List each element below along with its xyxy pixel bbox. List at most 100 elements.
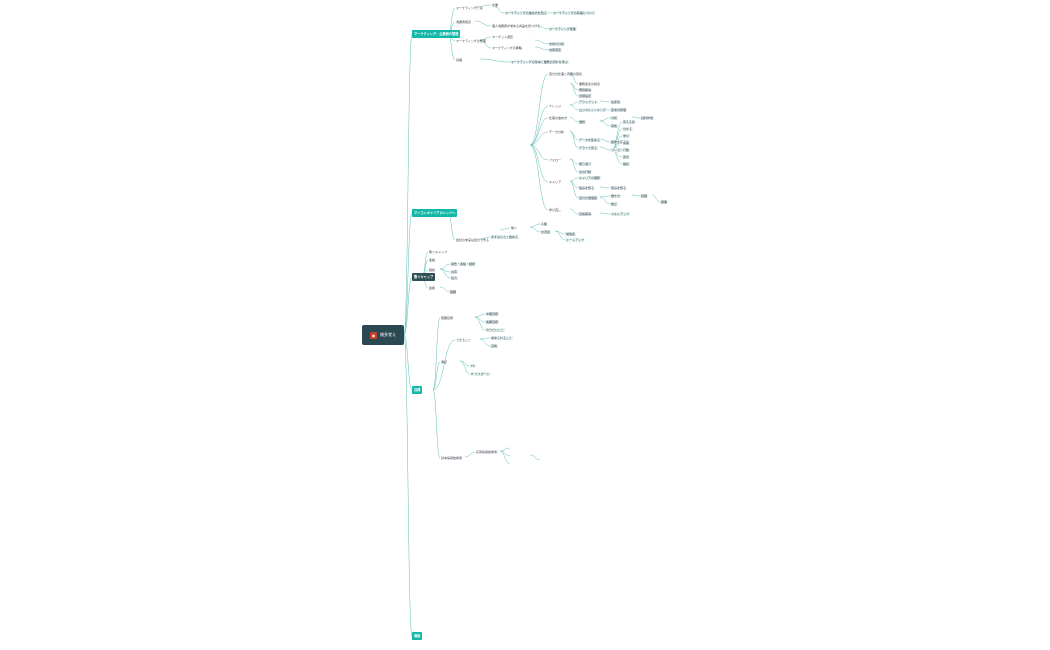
- branch-tsunagu[interactable]: 繋ぐキャップ: [412, 273, 436, 281]
- mindmap-node[interactable]: 思考の整理: [610, 108, 628, 112]
- mindmap-node[interactable]: ナレッジ: [549, 104, 562, 108]
- branch-goal[interactable]: 目標: [412, 386, 423, 394]
- mindmap-node[interactable]: 協力: [450, 276, 459, 280]
- mindmap-node[interactable]: フォロー: [549, 158, 562, 162]
- mindmap-node[interactable]: 振り返り: [578, 162, 593, 166]
- mindmap-node[interactable]: 求められること: [490, 336, 514, 340]
- mindmap-node[interactable]: 業務改善の視点: [579, 82, 601, 86]
- mindmap-node[interactable]: 資格: [490, 344, 499, 348]
- mindmap-node[interactable]: IT パスポート: [470, 372, 491, 376]
- connector-line: [464, 451, 476, 458]
- root-node[interactable]: ◉ 雑多覚え: [362, 325, 404, 345]
- mindmap-node[interactable]: 次の行動: [578, 170, 593, 174]
- mindmap-node[interactable]: マーケティングの戦略: [492, 46, 522, 50]
- mindmap-node[interactable]: ロジカルシンキング: [578, 108, 607, 112]
- mindmap-node[interactable]: 市場の分析: [548, 42, 566, 46]
- connector-line: [403, 276, 413, 336]
- mindmap-node[interactable]: 交流会: [540, 230, 552, 234]
- mindmap-node[interactable]: 学び: [622, 134, 631, 138]
- mindmap-node[interactable]: 課題: [578, 120, 587, 124]
- mindmap-node[interactable]: プレゼン: [610, 148, 625, 152]
- mindmap-node[interactable]: できること: [456, 338, 471, 342]
- connector-line: [474, 313, 486, 318]
- mindmap-node[interactable]: 仕事の進め方: [549, 116, 568, 120]
- mindmap-node[interactable]: 報告: [610, 124, 619, 128]
- mindmap-node[interactable]: 人脈: [540, 222, 549, 226]
- mindmap-node[interactable]: 会社の未来は自分で作る: [456, 238, 490, 242]
- mindmap-node[interactable]: 目標: [450, 290, 457, 294]
- mindmap-node[interactable]: 消費者視点: [456, 20, 472, 24]
- mindmap-node[interactable]: 副業: [660, 200, 669, 204]
- mindmap-node[interactable]: 行動: [622, 148, 631, 152]
- mindmap-node[interactable]: 繋ぐ: [511, 226, 518, 230]
- mindmap-node[interactable]: マーケティングの進め方を知る: [504, 11, 548, 15]
- mindmap-node[interactable]: アウトプット: [578, 100, 599, 104]
- mindmap-node[interactable]: 短期目標: [441, 316, 454, 320]
- mindmap-node[interactable]: 基本情報技術者: [441, 456, 463, 460]
- mindmap-node[interactable]: 目標設定: [578, 94, 593, 98]
- mindmap-node[interactable]: 中期目標: [485, 312, 500, 316]
- mindmap-node[interactable]: 見える化: [622, 120, 636, 124]
- branch-marketing[interactable]: マーケティング：企業側の整理: [412, 30, 461, 38]
- mindmap-node[interactable]: 生産性: [610, 100, 622, 104]
- connector-line: [569, 72, 579, 85]
- mindmap-node[interactable]: マーケティングの基本と業務の流れを学ぶ: [510, 60, 569, 64]
- mindmap-node[interactable]: 繋ぐキャップ: [429, 250, 448, 254]
- mindmap-node[interactable]: 結果を伝える: [610, 140, 630, 144]
- mindmap-node[interactable]: キャリア: [549, 180, 562, 184]
- mindmap-node[interactable]: データ分析: [549, 130, 565, 134]
- connector-line: [631, 116, 641, 119]
- mindmap-node[interactable]: マーケティング施策: [548, 27, 577, 31]
- mindmap-node[interactable]: グラフで見る: [578, 146, 599, 150]
- mindmap-node[interactable]: 連携: [429, 286, 436, 290]
- mindmap-node[interactable]: 成長: [622, 141, 631, 145]
- mindmap-node[interactable]: ミートアップ: [565, 238, 586, 242]
- mindmap-node[interactable]: マーケティングの基礎について: [552, 11, 596, 15]
- mindmap-node[interactable]: キャリアの棚卸: [578, 176, 602, 180]
- mindmap-node[interactable]: マーケティングとは: [456, 6, 483, 10]
- mindmap-node[interactable]: 応用情報技術者: [476, 450, 498, 454]
- mindmap-node[interactable]: 分かる: [622, 127, 634, 131]
- mindmap-node[interactable]: 相談: [429, 268, 436, 272]
- mindmap-node[interactable]: やりたいこと: [485, 328, 506, 332]
- mindmap-node[interactable]: 連絡: [429, 258, 436, 262]
- mindmap-node[interactable]: 自分の仕事と周囲の環境: [549, 72, 583, 76]
- connector-line: [499, 447, 511, 452]
- mindmap-node[interactable]: 自分の価値観: [578, 196, 599, 200]
- connector-line: [569, 208, 579, 215]
- mindmap-node[interactable]: 簿記: [441, 360, 448, 364]
- mindmap-node[interactable]: 学び直し: [549, 208, 562, 212]
- mindmap-node[interactable]: 基礎: [456, 58, 463, 62]
- mindmap-node[interactable]: 効果測定: [548, 48, 563, 52]
- mindmap-node[interactable]: 資格取得: [578, 212, 593, 216]
- mindmap-node[interactable]: 分析: [610, 116, 619, 120]
- branch-career-college[interactable]: マイコンキャリアカレッジへ: [412, 209, 458, 217]
- mindmap-node[interactable]: 強みを知る: [578, 186, 596, 190]
- mindmap-node[interactable]: ターゲット選定: [492, 35, 514, 39]
- mindmap-node[interactable]: 改善: [622, 155, 631, 159]
- connector-line: [599, 146, 611, 151]
- mindmap-node[interactable]: 長期目標: [485, 320, 500, 324]
- connector-line: [432, 361, 441, 391]
- branch-qualification[interactable]: 資格: [412, 632, 423, 640]
- mindmap-node[interactable]: 資料作成: [640, 116, 655, 120]
- mindmap-node[interactable]: まずは小さく始める: [490, 235, 520, 239]
- mindmap-node[interactable]: 働き方: [610, 194, 622, 198]
- mindmap-node[interactable]: 共有: [450, 270, 459, 274]
- mindmap-node[interactable]: 勉強会: [565, 232, 577, 236]
- mindmap-node[interactable]: 弱みを知る: [610, 186, 628, 190]
- mindmap-node[interactable]: スキルアップ: [610, 212, 631, 216]
- mindmap-node[interactable]: マーケティングの整理: [456, 39, 486, 43]
- connector-line: [651, 194, 661, 203]
- mindmap-node[interactable]: 報告・連絡・相談: [450, 262, 477, 266]
- mindmap-node[interactable]: 企業: [492, 3, 499, 7]
- mindmap-node[interactable]: 継続: [622, 162, 631, 166]
- connector-line: [599, 212, 611, 215]
- connector-line: [403, 33, 413, 336]
- mindmap-node[interactable]: データを集める: [578, 138, 602, 142]
- mindmap-node[interactable]: FP: [470, 364, 476, 368]
- mindmap-node[interactable]: 問題解決: [578, 88, 593, 92]
- mindmap-node[interactable]: 独立: [610, 202, 619, 206]
- mindmap-node[interactable]: 転職: [640, 194, 649, 198]
- mindmap-node[interactable]: 個人消費者が求める商品を見つける: [492, 24, 541, 28]
